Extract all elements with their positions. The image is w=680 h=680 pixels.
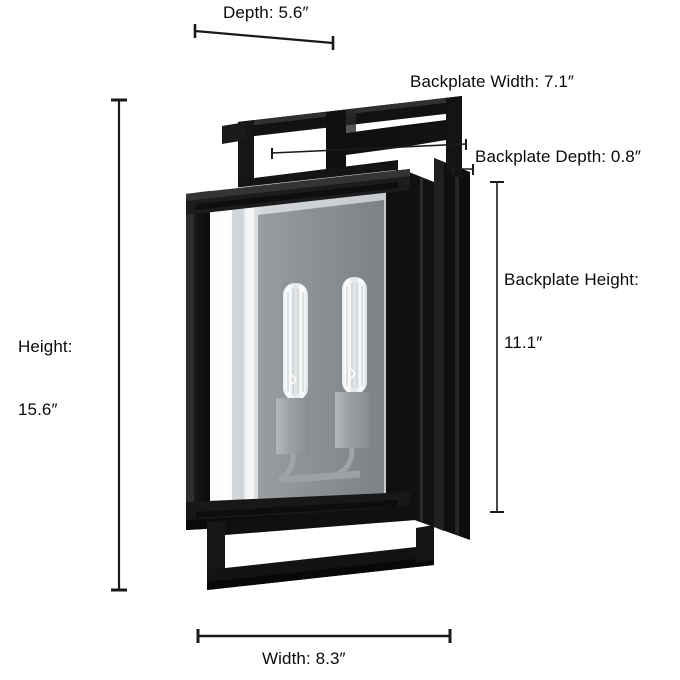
depth-dimension-line [193,24,335,50]
bulb-left [276,283,310,483]
lantern-box [186,169,410,530]
width-dimension-line [196,629,452,643]
backplate-height-label-line1: Backplate Height: [504,270,639,289]
bottom-bracket-frame [207,505,434,590]
backplate-width-label: Backplate Width: 7.1″ [410,72,575,91]
backplate-depth-dimension-line [452,164,474,175]
backplate-height-label: Backplate Height: 11.1″ [504,227,639,395]
height-label: Height: 15.6″ [18,294,73,462]
top-bracket-frame [222,96,462,196]
dimension-lines [111,24,504,643]
backplate-height-dimension-line [490,181,504,513]
height-label-line1: Height: [18,337,73,356]
backplate-panel [434,158,470,540]
lantern-fixture [186,96,470,590]
backplate-width-dimension-line [271,139,467,159]
backplate-height-label-line2: 11.1″ [504,333,543,352]
bulb-right [335,277,369,477]
width-label: Width: 8.3″ [262,649,346,668]
height-label-line2: 15.6″ [18,400,58,419]
depth-label: Depth: 5.6″ [223,3,309,22]
height-dimension-line [111,98,127,592]
rear-side-rails [409,172,434,527]
backplate-depth-label: Backplate Depth: 0.8″ [475,147,641,166]
